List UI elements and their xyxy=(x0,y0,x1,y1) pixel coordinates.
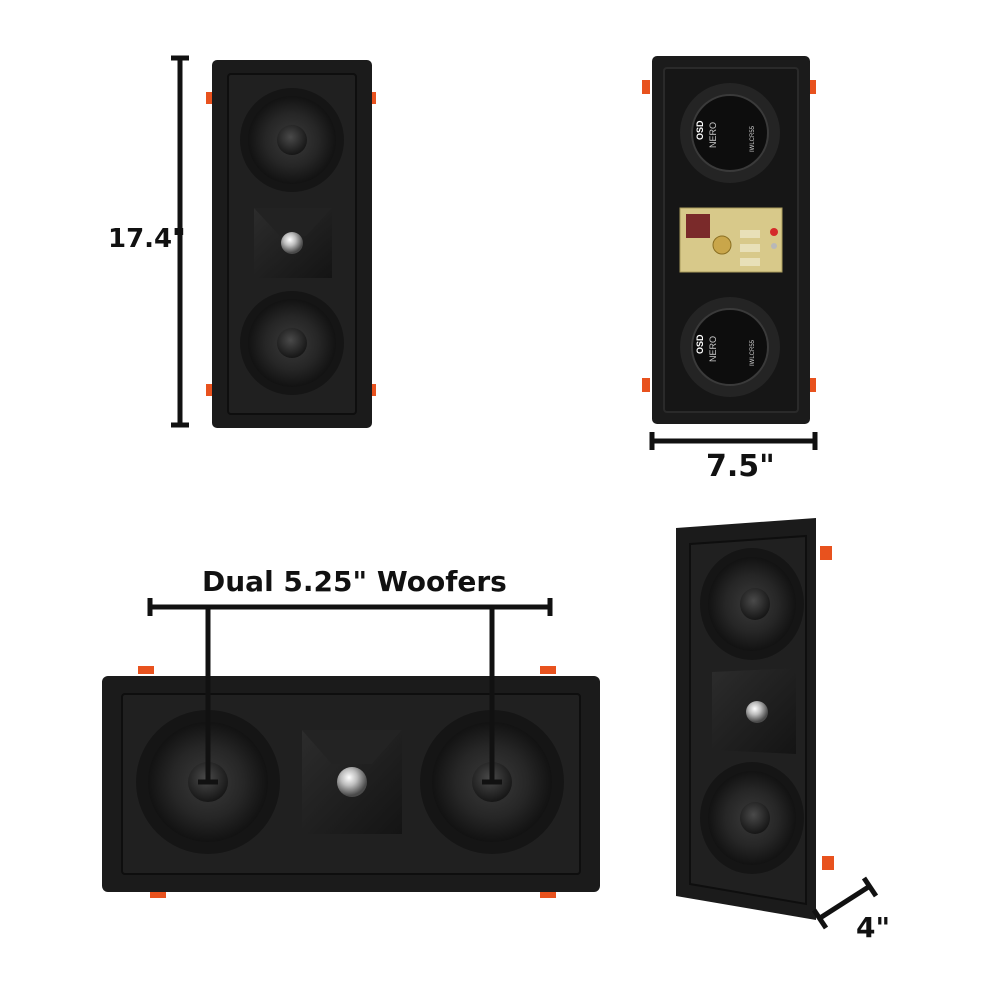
mount-clip xyxy=(540,666,556,674)
woofer-upper xyxy=(700,548,804,660)
series-label: NERO xyxy=(708,122,718,148)
speaker-horizontal-view xyxy=(102,666,600,898)
woofer-magnet-lower: OSD NERO IWLCR55 xyxy=(680,297,780,397)
woofer-callout-bracket xyxy=(147,598,553,785)
depth-dimension-line xyxy=(811,876,879,930)
crossover-board xyxy=(679,207,783,273)
mount-clip xyxy=(150,890,166,898)
tweeter xyxy=(302,730,402,834)
speaker-angled-view xyxy=(676,518,834,920)
speaker-back-view: OSD NERO IWLCR55 OSD xyxy=(642,56,816,424)
mount-clip xyxy=(820,546,832,560)
woofer-upper xyxy=(240,88,344,192)
tweeter xyxy=(254,208,332,278)
brand-logo: OSD xyxy=(695,334,705,354)
depth-label: 4" xyxy=(856,911,891,944)
model-label: IWLCR55 xyxy=(750,339,756,366)
mount-clip xyxy=(808,80,816,94)
series-label: NERO xyxy=(708,336,718,362)
height-dimension-line xyxy=(171,55,189,428)
woofer-magnet-upper: OSD NERO IWLCR55 xyxy=(680,83,780,183)
mount-clip xyxy=(642,80,650,94)
speaker-front-view xyxy=(206,60,376,428)
woofer-label: Dual 5.25" Woofers xyxy=(202,565,507,598)
brand-logo: OSD xyxy=(695,120,705,140)
width-dimension-line xyxy=(649,432,818,450)
mount-clip xyxy=(808,378,816,392)
mount-clip xyxy=(540,890,556,898)
width-label: 7.5" xyxy=(706,449,775,484)
mount-clip xyxy=(206,92,214,104)
mount-clip xyxy=(822,856,834,870)
height-label: 17.4" xyxy=(108,224,186,254)
tweeter xyxy=(712,668,796,754)
mount-clip xyxy=(206,384,214,396)
woofer-lower xyxy=(700,762,804,874)
mount-clip xyxy=(138,666,154,674)
woofer-lower xyxy=(240,291,344,395)
mount-clip xyxy=(642,378,650,392)
model-label: IWLCR55 xyxy=(750,125,756,152)
